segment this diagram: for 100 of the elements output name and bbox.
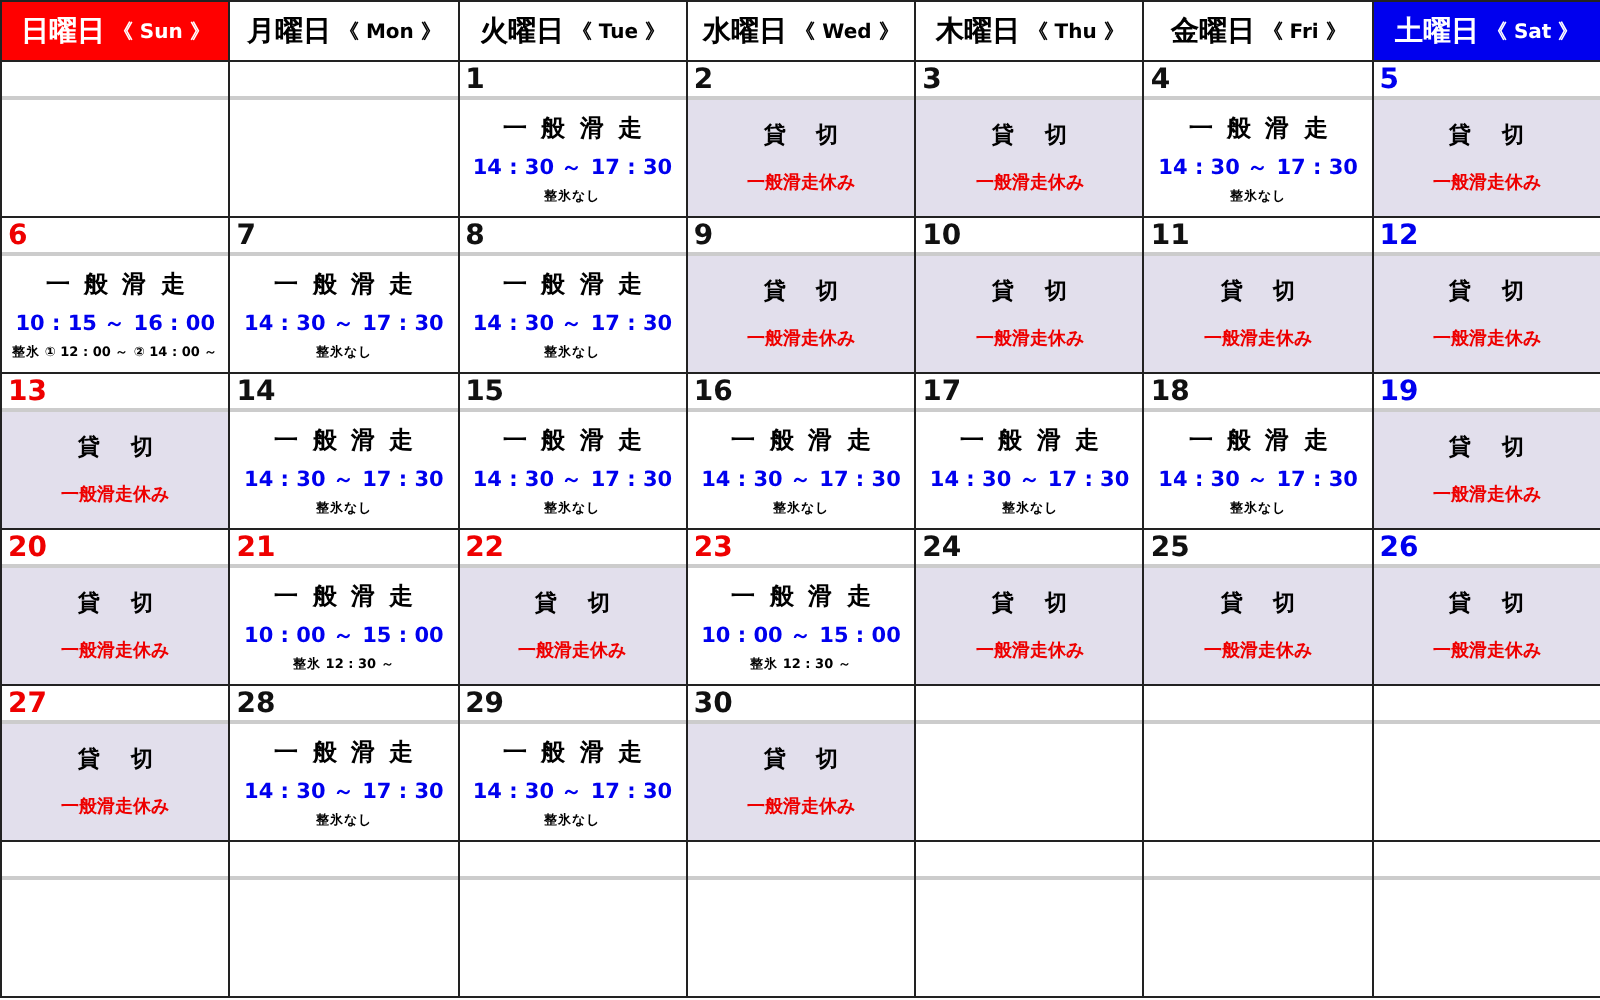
weekday-label: 日曜日 [20,13,105,49]
session-title: 一般滑走 [1188,423,1343,457]
date-number: 10 [922,220,962,252]
date-number: 5 [1379,64,1399,96]
date-number: 2 [693,64,714,96]
date-number: 3 [922,64,942,96]
weekday-label: 金曜日 [1170,13,1255,49]
reserved-title: 貸切 [992,588,1098,618]
session-time: 14 : 30 ～ 17 : 30 [1158,465,1358,493]
weekday-label: 月曜日 [246,13,331,49]
reserved-title: 貸切 [1220,276,1327,306]
session-time: 10 : 15 ～ 16 : 00 [15,309,216,337]
reserved-title: 貸切 [763,744,870,774]
session-title: 一般滑走 [274,267,428,301]
session-title: 一般滑走 [274,423,428,457]
closed-notice: 一般滑走休み [1432,326,1541,352]
reserved-title: 貸切 [77,432,184,462]
weekday-label: 木曜日 [935,13,1020,49]
date-number: 30 [693,688,733,720]
reserved-title: 貸切 [1449,276,1555,306]
closed-notice: 一般滑走休み [1204,638,1313,664]
weekday-abbr: 《 Mon 》 [338,19,441,45]
closed-notice: 一般滑走休み [1432,482,1541,508]
date-number: 26 [1379,532,1419,564]
date-number: 23 [693,532,733,564]
session-title: 一般滑走 [274,579,428,613]
date-number: 29 [465,688,505,720]
date-number: 19 [1379,376,1419,408]
session-time: 10 : 00 ～ 15 : 00 [244,621,444,649]
session-time: 14 : 30 ～ 17 : 30 [472,777,673,805]
session-time: 14 : 30 ～ 17 : 30 [929,465,1130,493]
weekday-abbr: 《 Wed 》 [795,19,899,45]
session-title: 一般滑走 [502,423,657,457]
date-number: 22 [465,532,505,564]
weekday-label: 水曜日 [703,13,788,49]
session-time: 14 : 30 ～ 17 : 30 [1158,153,1358,181]
date-number: 27 [8,688,47,720]
session-title: 一般滑走 [502,267,657,301]
closed-notice: 一般滑走休み [61,482,170,508]
date-number: 18 [1150,376,1190,408]
closed-notice: 一般滑走休み [746,326,855,352]
closed-notice: 一般滑走休み [1432,638,1541,664]
date-number: 9 [693,220,714,252]
session-time: 10 : 00 ～ 15 : 00 [701,621,901,649]
date-number: 17 [922,376,962,408]
date-number: 25 [1150,532,1190,564]
closed-notice: 一般滑走休み [975,326,1084,352]
session-title: 一般滑走 [731,579,885,613]
date-number: 16 [693,376,733,408]
closed-notice: 一般滑走休み [61,638,170,664]
session-time: 14 : 30 ～ 17 : 30 [244,309,444,337]
date-number: 4 [1150,64,1171,96]
session-title: 一般滑走 [502,111,657,145]
date-number: 12 [1379,220,1419,252]
reserved-title: 貸切 [77,744,184,774]
session-title: 一般滑走 [959,423,1114,457]
closed-notice: 一般滑走休み [975,638,1084,664]
date-number: 6 [8,220,28,252]
session-time: 14 : 30 ～ 17 : 30 [244,465,444,493]
date-number: 15 [465,376,505,408]
closed-notice: 一般滑走休み [1432,170,1541,196]
date-number: 8 [465,220,485,252]
date-number: 28 [236,688,276,720]
reserved-title: 貸切 [992,276,1098,306]
closed-notice: 一般滑走休み [975,170,1084,196]
reserved-title: 貸切 [763,120,870,150]
session-title: 一般滑走 [1188,111,1343,145]
session-time: 14 : 30 ～ 17 : 30 [472,309,673,337]
reserved-title: 貸切 [1449,120,1555,150]
weekday-abbr: 《 Thu 》 [1027,19,1124,45]
weekday-abbr: 《 Fri 》 [1262,19,1346,45]
reserved-title: 貸切 [1449,588,1555,618]
weekday-abbr: 《 Tue 》 [571,19,665,45]
date-number: 1 [465,64,485,96]
reserved-title: 貸切 [77,588,184,618]
weekday-label: 土曜日 [1394,13,1479,49]
closed-notice: 一般滑走休み [1204,326,1313,352]
date-number: 11 [1150,220,1190,252]
session-time: 14 : 30 ～ 17 : 30 [472,465,673,493]
session-title: 一般滑走 [731,423,885,457]
weekday-abbr: 《 Sat 》 [1486,19,1579,45]
date-number: 14 [236,376,276,408]
session-title: 一般滑走 [502,735,657,769]
date-number: 21 [236,532,276,564]
session-time: 14 : 30 ～ 17 : 30 [244,777,444,805]
reserved-title: 貸切 [992,120,1098,150]
session-title: 一般滑走 [274,735,428,769]
reserved-title: 貸切 [1220,588,1327,618]
closed-notice: 一般滑走休み [518,638,627,664]
closed-notice: 一般滑走休み [746,170,855,196]
weekday-abbr: 《 Sun 》 [112,19,210,45]
date-number: 7 [236,220,257,252]
date-number: 13 [8,376,47,408]
date-number: 24 [922,532,962,564]
closed-notice: 一般滑走休み [61,794,170,820]
date-number: 20 [8,532,47,564]
session-title: 一般滑走 [45,267,200,301]
reserved-title: 貸切 [1449,432,1555,462]
session-time: 14 : 30 ～ 17 : 30 [701,465,901,493]
reserved-title: 貸切 [534,588,641,618]
